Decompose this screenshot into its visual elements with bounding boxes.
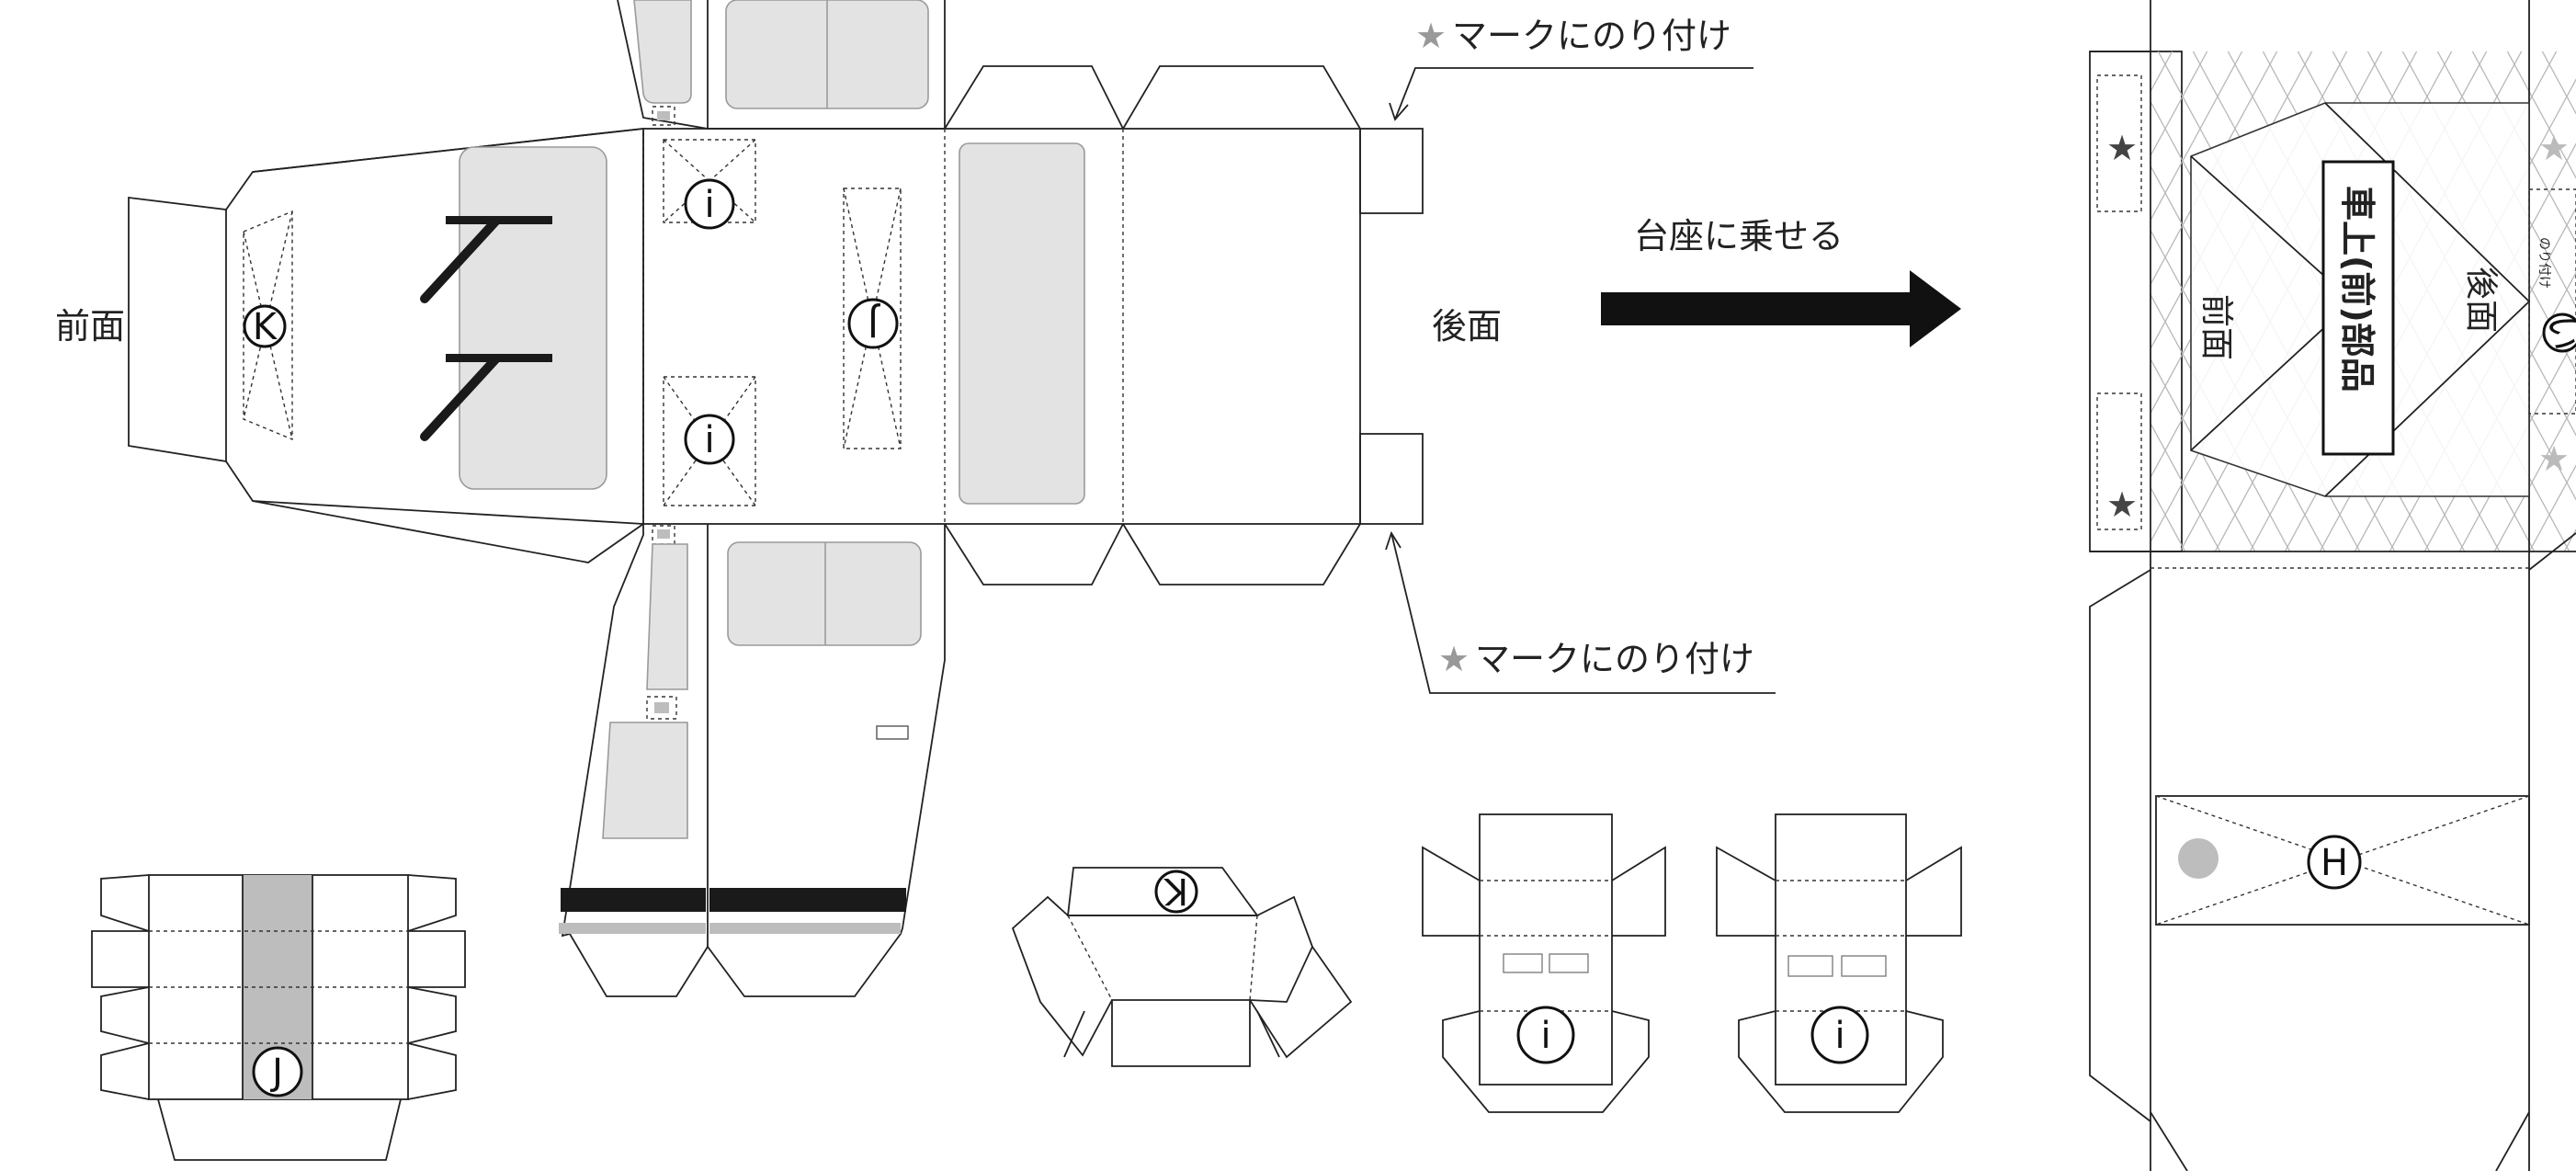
marker-j-text: J [868,301,881,344]
star-icon: ★ [2106,128,2138,168]
piece-j: J [91,874,466,1161]
marker-i-text: i [704,184,714,226]
lower-door [561,524,946,997]
glue-callout-top: ★ マークにのり付け [1389,16,1753,121]
put-on-base-label: 台座に乗せる [1634,216,1844,256]
upper-door [617,0,946,131]
front-label: 前面 [55,306,125,347]
marker-i-text: i [704,419,714,461]
piece-i-left: i [1422,813,1666,1113]
right-arrow-icon [1601,270,1961,347]
marker-i-top: i [684,178,735,230]
marker-i-text: i [1834,1015,1844,1057]
rear-label: 後面 [1432,306,1502,347]
marker-k-text: K [253,306,278,348]
marker-h: H [2307,835,2362,890]
glue-area-k [243,210,293,441]
windshield [459,146,607,490]
main-net: K i i J [128,0,1424,997]
glue-callout-bottom: ★ マークにのり付け [1385,530,1776,694]
star-icon: ★ [2538,128,2570,168]
panel-title: 車上(前)部品 [2337,186,2377,392]
star-icon: ★ [2538,438,2570,479]
glue-label-top: マークにのり付け [1452,16,1731,56]
marker-j-main: J [847,298,899,349]
star-icon: ★ [1415,16,1447,56]
piece-i-right: i [1716,813,1962,1113]
base-panel: ★ ★ ★ ★ 前面 後面 車上(前)部品 のり付け い H [2089,0,2576,1171]
star-icon: ★ [2106,484,2138,525]
wiper-bottom [420,354,552,441]
marker-k-text: K [1163,870,1188,912]
marker-h-text: H [2321,842,2348,884]
roof-panel [642,128,1361,525]
panel-marker-i: い [2541,314,2576,351]
marker-i-text: i [1540,1015,1550,1057]
marker-i-bottom: i [684,414,735,465]
marker-j-text: J [269,1052,283,1094]
wiper-top [420,216,552,303]
piece-k: K [1011,867,1353,1067]
star-icon: ★ [1438,639,1470,679]
marker-k-main: K [243,304,287,348]
side-window [959,142,1085,505]
front-flap [128,127,644,563]
panel-rear-label: 後面 [2462,267,2500,333]
panel-glue-hint: のり付け [2536,237,2551,289]
panel-front-label: 前面 [2197,294,2235,360]
glue-label-bottom: マークにのり付け [1475,639,1754,679]
